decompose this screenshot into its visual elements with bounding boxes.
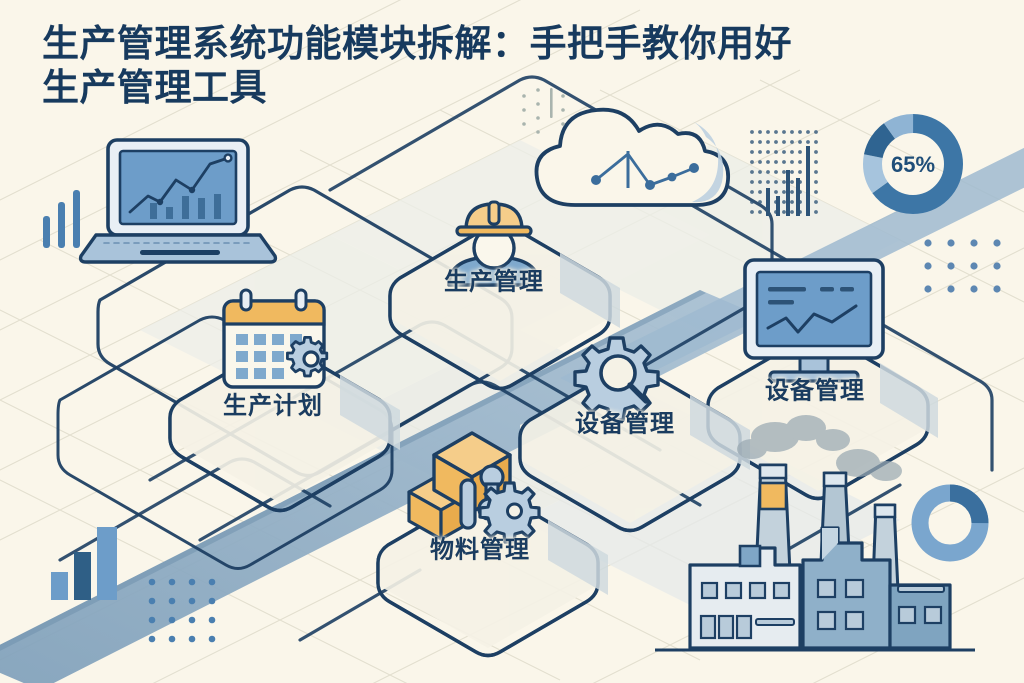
- gear-icon: [286, 336, 329, 378]
- mini-bar-chart-top-left: [43, 190, 80, 248]
- module-label-equipment-management[interactable]: 设备管理: [575, 410, 675, 438]
- calendar-gear-icon: [222, 288, 329, 389]
- module-label-production-plan[interactable]: 生产计划: [223, 392, 323, 420]
- laptop-screen-chart: [128, 153, 233, 219]
- cloud-network-icon: [534, 107, 730, 207]
- module-label-production-management[interactable]: 生产管理: [444, 268, 544, 296]
- secondary-donut-chart: [911, 484, 989, 562]
- smoke-icon: [737, 415, 902, 481]
- dotted-lines-icon: [522, 88, 565, 134]
- dot-matrix-bar-chart: [750, 130, 818, 216]
- mini-bar-chart-bottom-left: [51, 527, 117, 600]
- completion-donut-chart: [863, 114, 963, 214]
- cloud-network-chart: [591, 151, 699, 190]
- boxes-gear-icon: [407, 431, 541, 544]
- module-label-material-management[interactable]: 物料管理: [430, 536, 530, 564]
- module-label-equipment-monitoring[interactable]: 设备管理: [765, 377, 865, 405]
- laptop-analytics-icon: [78, 138, 278, 264]
- monitor-chart-icon: [743, 258, 885, 383]
- gear-search-icon: [573, 336, 660, 422]
- dot-grid-icon: [148, 578, 216, 643]
- monitor-screen-chart: [766, 287, 858, 334]
- dot-grid-icon: [924, 239, 1001, 293]
- worker-helmet-icon: [447, 200, 541, 287]
- donut-center-value: 65%: [890, 152, 936, 177]
- factory-windows: [699, 578, 943, 640]
- platform-shadows: [340, 253, 938, 595]
- factory-icon: [655, 415, 975, 652]
